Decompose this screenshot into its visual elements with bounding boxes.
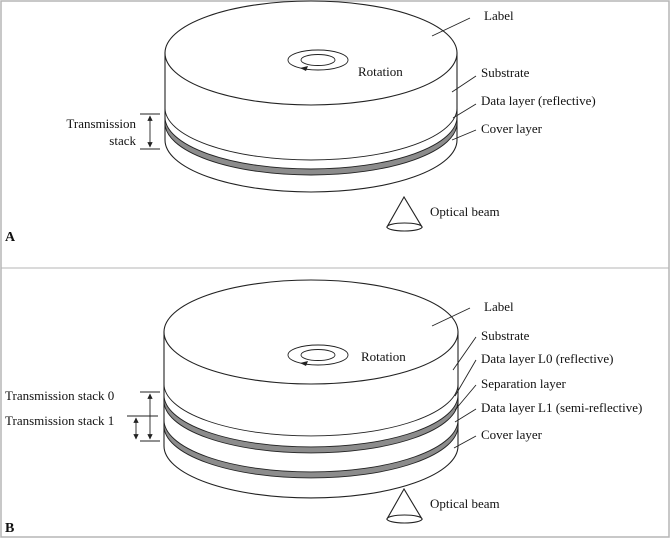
panel-b: Rotation Label Substrate Data layer L0 (… [5, 279, 642, 536]
substrate-text: Substrate [481, 65, 530, 80]
optical-beam-icon-b [386, 487, 423, 524]
label-text-b: Label [484, 299, 514, 314]
data-layer-leader [452, 103, 477, 119]
panel-b-letter: B [5, 521, 14, 536]
rotation-icon [287, 49, 349, 71]
data-layer-text: Data layer (reflective) [481, 93, 596, 108]
disk-a-top [164, 0, 458, 106]
substrate-text-b: Substrate [481, 328, 530, 343]
transmission-stack-text-2: stack [109, 133, 136, 148]
panel-a: Rotation Label Substrate Data layer (ref… [5, 0, 596, 245]
disk-b-substrate-line [163, 383, 459, 437]
rotation-label: Rotation [358, 64, 403, 79]
panel-a-letter: A [5, 230, 16, 245]
data-l0-leader [454, 359, 477, 397]
data-l1-leader [454, 408, 477, 423]
cover-leader-b [453, 435, 477, 449]
transmission-stack-1-text: Transmission stack 1 [5, 413, 114, 428]
cover-layer-text-b: Cover layer [481, 427, 543, 442]
optical-beam-text: Optical beam [430, 204, 500, 219]
disk-b-top [163, 279, 459, 385]
disk-b-data-layer-l0 [163, 394, 459, 454]
cover-layer-leader [451, 129, 477, 141]
optical-beam-icon [386, 195, 423, 232]
disk-a-data-layer [164, 116, 458, 176]
separation-leader [454, 384, 477, 411]
label-leader [431, 17, 471, 37]
substrate-leader [451, 75, 477, 93]
label-leader-b [431, 307, 471, 327]
optical-beam-text-b: Optical beam [430, 496, 500, 511]
label-text: Label [484, 8, 514, 23]
disk-a-substrate-line [164, 107, 458, 161]
disk-b-data-layer-l1 [163, 419, 459, 479]
substrate-leader-b [452, 336, 477, 371]
data-layer-l1-text: Data layer L1 (semi-reflective) [481, 400, 642, 415]
transmission-stack-text-1: Transmission [66, 116, 136, 131]
separation-layer-text: Separation layer [481, 376, 566, 391]
cover-layer-text: Cover layer [481, 121, 543, 136]
data-layer-l0-text: Data layer L0 (reflective) [481, 351, 613, 366]
rotation-label-b: Rotation [361, 349, 406, 364]
rotation-icon-b [287, 344, 349, 366]
transmission-stack-0-text: Transmission stack 0 [5, 388, 114, 403]
